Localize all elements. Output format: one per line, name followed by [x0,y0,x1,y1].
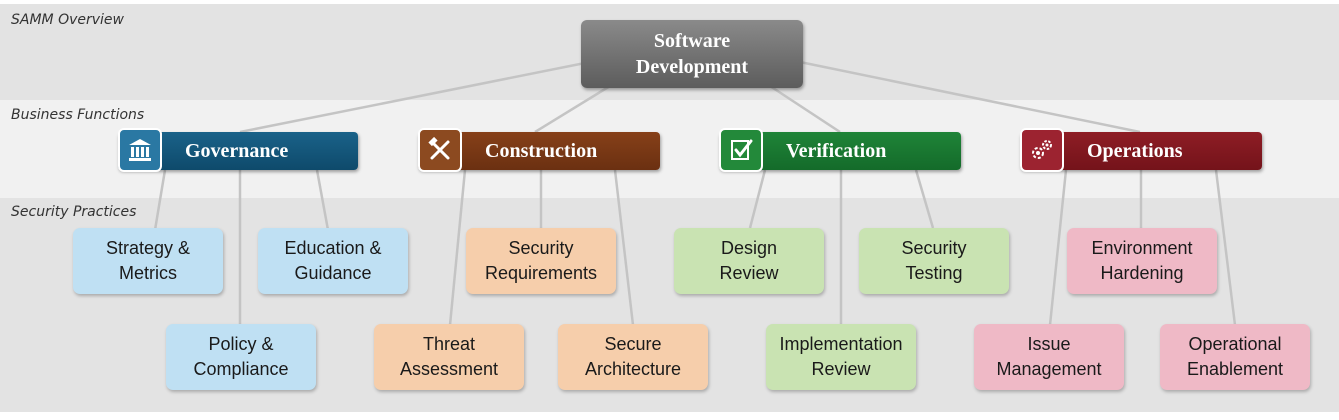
overview-band-label: SAMM Overview [11,12,124,28]
practice-issue-management: Issue Management [974,324,1124,390]
verification-label: Verification [786,140,887,162]
connector-gov-education [315,169,330,231]
practice-policy-compliance: Policy & Compliance [166,324,316,390]
root-label-line2: Development [635,56,749,78]
practice-threat-assessment: Threat Assessment [374,324,524,390]
practice-security-testing: Security Testing [859,228,1009,294]
practice-operational-enablement: Operational Enablement [1160,324,1310,390]
gears-icon [1020,128,1064,172]
connector-ver-design [748,169,767,229]
connector-ver-testing [914,169,935,229]
construction-node: Construction [418,128,660,172]
connector-root-governance [239,60,591,134]
practice-education-guidance: Education & Guidance [258,228,408,294]
connector-root-operations [799,60,1141,134]
connector-con-threat [448,169,467,326]
practice-environment-hardening: Environment Hardening [1067,228,1217,294]
governance-label: Governance [185,140,289,162]
software-development-node: Software Development [581,20,803,88]
connector-root-verification [769,84,841,134]
connector-root-construction [534,84,611,134]
operations-node: Operations [1020,128,1262,172]
operations-label: Operations [1087,140,1183,162]
connector-gov-strategy [153,169,167,231]
governance-node: Governance [118,128,358,172]
practice-implementation-review: Implementation Review [766,324,916,390]
connector-ops-operational [1214,169,1237,326]
practice-secure-architecture: Secure Architecture [558,324,708,390]
connector-con-architecture [613,169,635,326]
business-functions-band-label: Business Functions [11,107,145,123]
construction-label: Construction [485,140,598,162]
bank-icon [118,128,162,172]
security-practices-band-label: Security Practices [11,204,137,220]
practice-strategy-metrics: Strategy & Metrics [73,228,223,294]
tools-icon [418,128,462,172]
verification-node: Verification [719,128,961,172]
practice-design-review: Design Review [674,228,824,294]
root-label-line1: Software [653,30,731,52]
checklist-icon [719,128,763,172]
connector-ops-issue [1048,169,1068,326]
practice-security-requirements: Security Requirements [466,228,616,294]
